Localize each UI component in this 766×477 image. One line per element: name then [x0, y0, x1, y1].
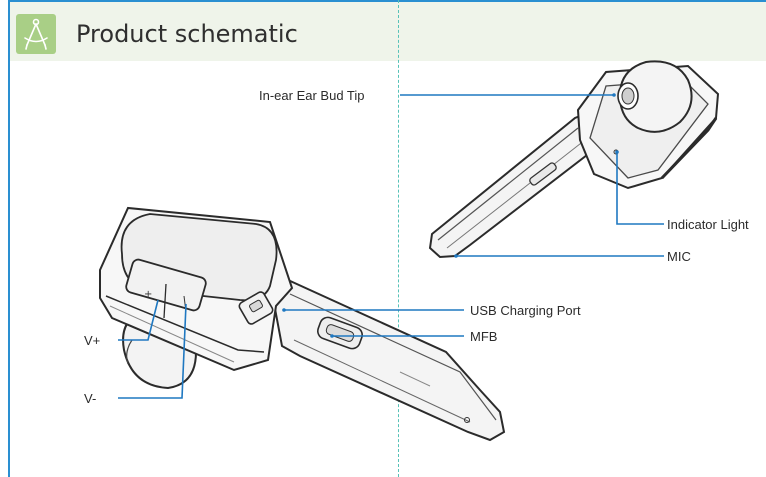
left-headset: +	[99, 206, 506, 442]
callout-dots	[282, 93, 619, 338]
label-mic: MIC	[667, 249, 691, 264]
top-rule	[10, 0, 766, 2]
page-title: Product schematic	[76, 20, 298, 48]
dashed-divider	[398, 0, 399, 477]
right-headset	[428, 60, 720, 259]
label-volume-down: V-	[84, 391, 97, 406]
header-band	[10, 0, 766, 61]
svg-text:+: +	[144, 289, 152, 300]
label-volume-up: V+	[84, 333, 101, 348]
left-frame-line	[8, 0, 10, 477]
drafting-compass-icon	[16, 14, 56, 54]
label-indicator-light: Indicator Light	[667, 217, 749, 232]
label-usb-charging-port: USB Charging Port	[470, 303, 581, 318]
label-ear-bud-tip: In-ear Ear Bud Tip	[259, 88, 365, 103]
callout-leader-lines	[118, 94, 664, 399]
label-mfb: MFB	[470, 329, 498, 344]
